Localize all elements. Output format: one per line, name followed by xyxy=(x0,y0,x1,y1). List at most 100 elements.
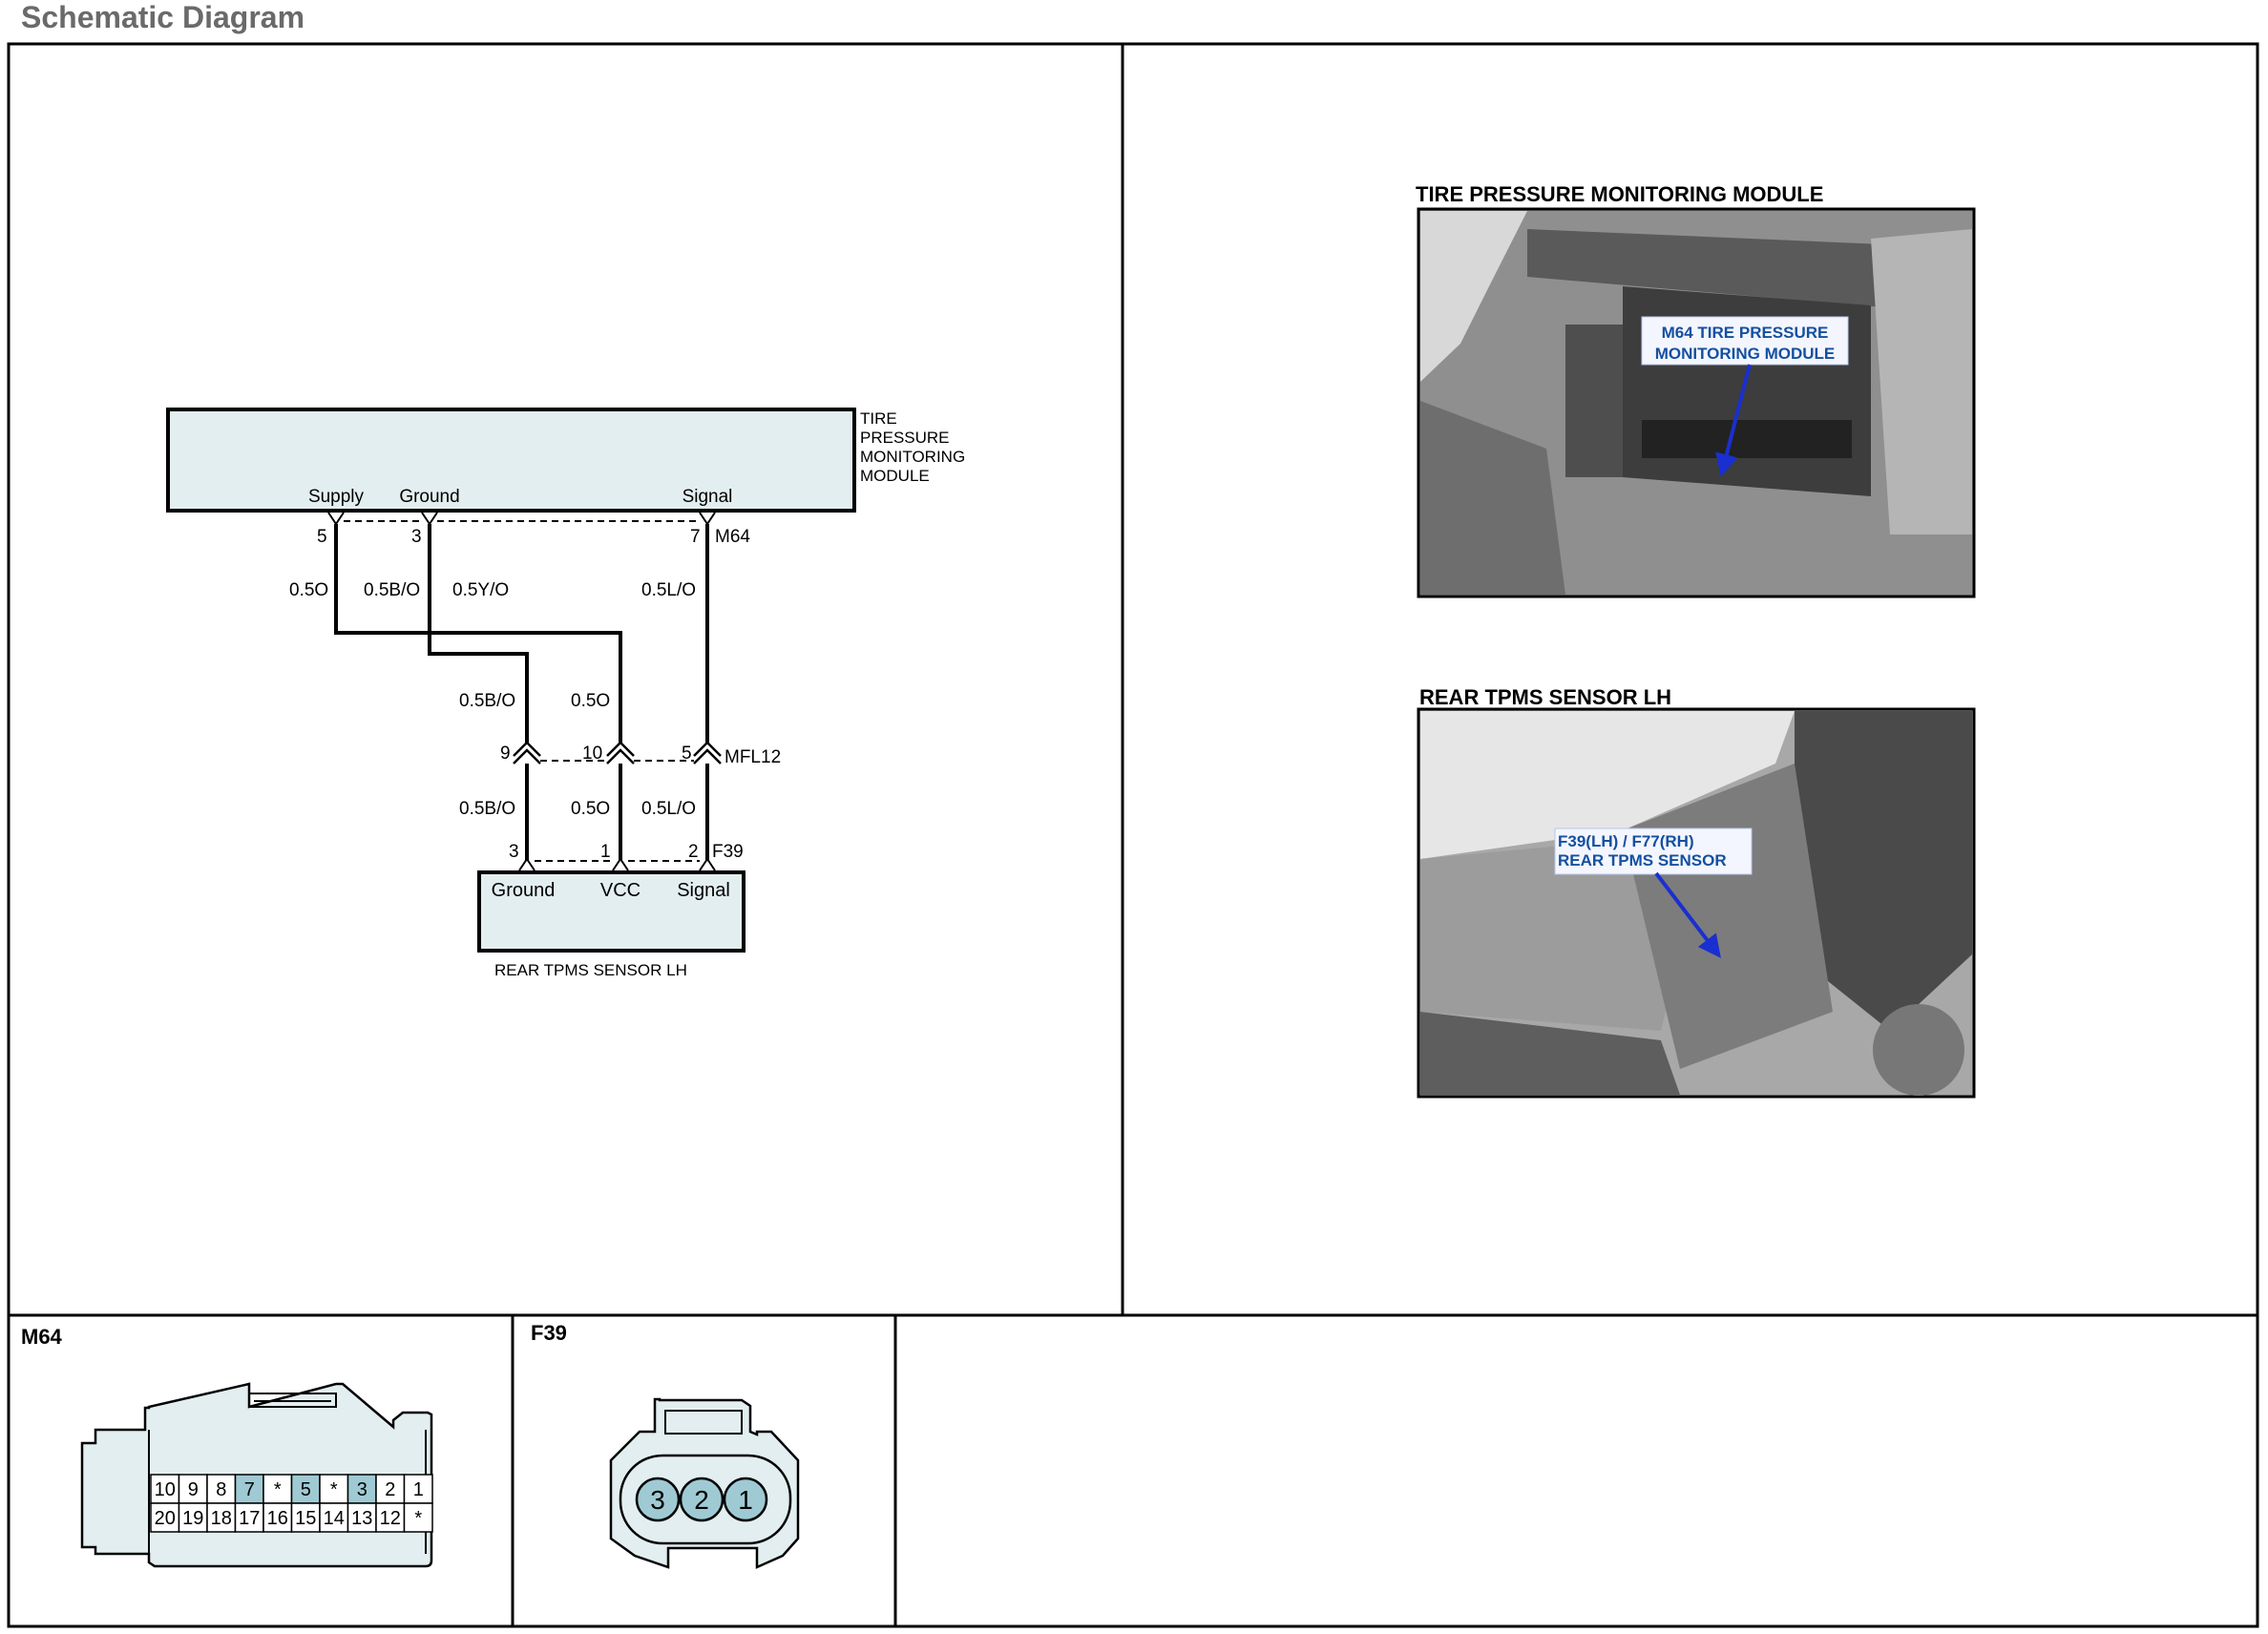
m64-pin-cell xyxy=(150,1474,180,1504)
sensor-pin-label-ground: Ground xyxy=(492,880,556,901)
f39-pin-circle xyxy=(679,1477,724,1522)
wire-label-ground: 0.5B/O xyxy=(364,580,420,600)
m64-pin-cell xyxy=(290,1474,321,1504)
f39-view-title: F39 xyxy=(531,1321,567,1345)
m64-pin-signal: 7 xyxy=(690,527,701,547)
m64-pin-number: 14 xyxy=(324,1508,345,1529)
m64-pin-number: 19 xyxy=(182,1508,203,1529)
m64-pin-number: 13 xyxy=(351,1508,372,1529)
m64-pin-number: 20 xyxy=(155,1508,176,1529)
schematic: TIRE PRESSURE MONITORING MODULE Supply G… xyxy=(166,408,965,979)
mfl12-pin-signal: 5 xyxy=(682,744,692,764)
page-title: Schematic Diagram xyxy=(21,0,305,34)
m64-pin-number: 17 xyxy=(239,1508,260,1529)
module-callout-line: MONITORING MODULE xyxy=(1655,345,1836,363)
sensor-terminals xyxy=(518,857,716,871)
m64-pin-cell xyxy=(375,1474,406,1504)
sensor-photo: F39(LH) / F77(RH) REAR TPMS SENSOR xyxy=(1417,707,1976,1099)
f39-pin-circle xyxy=(723,1477,768,1522)
module-photo: M64 TIRE PRESSURE MONITORING MODULE xyxy=(1417,207,1976,598)
m64-pin-cell xyxy=(319,1474,349,1504)
m64-view-title: M64 xyxy=(21,1325,63,1349)
sensor-callout-line: F39(LH) / F77(RH) xyxy=(1558,832,1694,850)
m64-pin-ground: 3 xyxy=(411,527,422,547)
m64-pin-number: * xyxy=(330,1479,338,1500)
m64-pin-cell xyxy=(234,1502,264,1533)
supply-wire xyxy=(334,524,622,744)
m64-pin-number: 18 xyxy=(211,1508,232,1529)
wires xyxy=(334,524,709,861)
mfl12-pin-ground: 9 xyxy=(500,744,511,764)
module-name-line: TIRE xyxy=(860,409,897,428)
m64-pin-number: 15 xyxy=(295,1508,316,1529)
f39-connector-label: F39 xyxy=(712,842,744,862)
m64-pin-number: * xyxy=(274,1479,282,1500)
sensor-box xyxy=(477,870,746,953)
f39-pin-signal: 2 xyxy=(688,842,699,862)
m64-pin-cell xyxy=(346,1502,377,1533)
m64-pin-cell xyxy=(206,1502,237,1533)
m64-pin-number: 16 xyxy=(267,1508,288,1529)
f39-pin-circle xyxy=(635,1477,681,1522)
inline-connector-mfl12 xyxy=(513,741,722,765)
m64-pin-cell xyxy=(150,1502,180,1533)
frame xyxy=(7,42,2259,1628)
m64-pin-number: 2 xyxy=(385,1479,395,1500)
wire-label-ground-mid: 0.5B/O xyxy=(459,691,515,711)
m64-connector-label: M64 xyxy=(715,527,750,547)
wire-label-jumper: 0.5Y/O xyxy=(452,580,509,600)
sensor-name: REAR TPMS SENSOR LH xyxy=(494,961,687,979)
wire-label-vcc-lower: 0.5O xyxy=(571,799,610,819)
ground-wire xyxy=(428,524,529,744)
wire-label-vcc-mid: 0.5O xyxy=(571,691,610,711)
m64-pin-supply: 5 xyxy=(317,527,327,547)
m64-pin-number: 5 xyxy=(301,1479,311,1500)
f39-pin-number: 1 xyxy=(738,1485,753,1515)
wire-label-ground-lower: 0.5B/O xyxy=(459,799,515,819)
module-photo-title: TIRE PRESSURE MONITORING MODULE xyxy=(1416,182,1823,206)
module-terminals xyxy=(327,512,716,526)
sensor-pin-label-vcc: VCC xyxy=(600,880,640,901)
photo-panel: TIRE PRESSURE MONITORING MODULE M64 TIRE… xyxy=(1416,182,1976,1099)
m64-pin-number: 9 xyxy=(188,1479,199,1500)
wire-label-signal: 0.5L/O xyxy=(641,580,696,600)
mfl12-label: MFL12 xyxy=(724,747,781,767)
mfl12-pin-vcc: 10 xyxy=(582,744,602,764)
m64-pin-number: 10 xyxy=(155,1479,176,1500)
m64-pin-cell xyxy=(262,1502,293,1533)
m64-pin-cell xyxy=(375,1502,406,1533)
m64-pin-number: 1 xyxy=(413,1479,424,1500)
f39-pin-vcc: 1 xyxy=(600,842,611,862)
m64-pin-number: 7 xyxy=(244,1479,255,1500)
ground-pin-label: Ground xyxy=(399,487,459,507)
m64-pin-cell xyxy=(290,1502,321,1533)
module-name-line: PRESSURE xyxy=(860,429,950,447)
m64-pin-cell xyxy=(403,1502,433,1533)
signal-pin-label: Signal xyxy=(682,487,733,507)
sensor-callout-arrow xyxy=(1654,871,1721,958)
f39-pin-number: 2 xyxy=(694,1485,709,1515)
module-box xyxy=(166,408,856,513)
f39-pin-number: 3 xyxy=(650,1485,665,1515)
sensor-callout-line: REAR TPMS SENSOR xyxy=(1558,851,1727,869)
module-callout-line: M64 TIRE PRESSURE xyxy=(1662,324,1829,342)
m64-pin-cell xyxy=(234,1474,264,1504)
sensor-pin-label-signal: Signal xyxy=(677,880,730,901)
module-callout-arrow xyxy=(1715,364,1752,477)
f39-pin-ground: 3 xyxy=(509,842,519,862)
sensor-photo-title: REAR TPMS SENSOR LH xyxy=(1419,685,1671,709)
wire-label-supply: 0.5O xyxy=(289,580,328,600)
module-name: TIRE PRESSURE MONITORING MODULE xyxy=(860,409,965,485)
supply-pin-label: Supply xyxy=(308,487,365,507)
module-name-line: MONITORING xyxy=(860,448,965,466)
m64-pin-number: 12 xyxy=(380,1508,401,1529)
m64-pin-number: 8 xyxy=(216,1479,226,1500)
module-name-line: MODULE xyxy=(860,467,930,485)
m64-pin-number: * xyxy=(414,1508,422,1529)
m64-pin-number: 3 xyxy=(357,1479,368,1500)
wire-label-signal-lower: 0.5L/O xyxy=(641,799,696,819)
